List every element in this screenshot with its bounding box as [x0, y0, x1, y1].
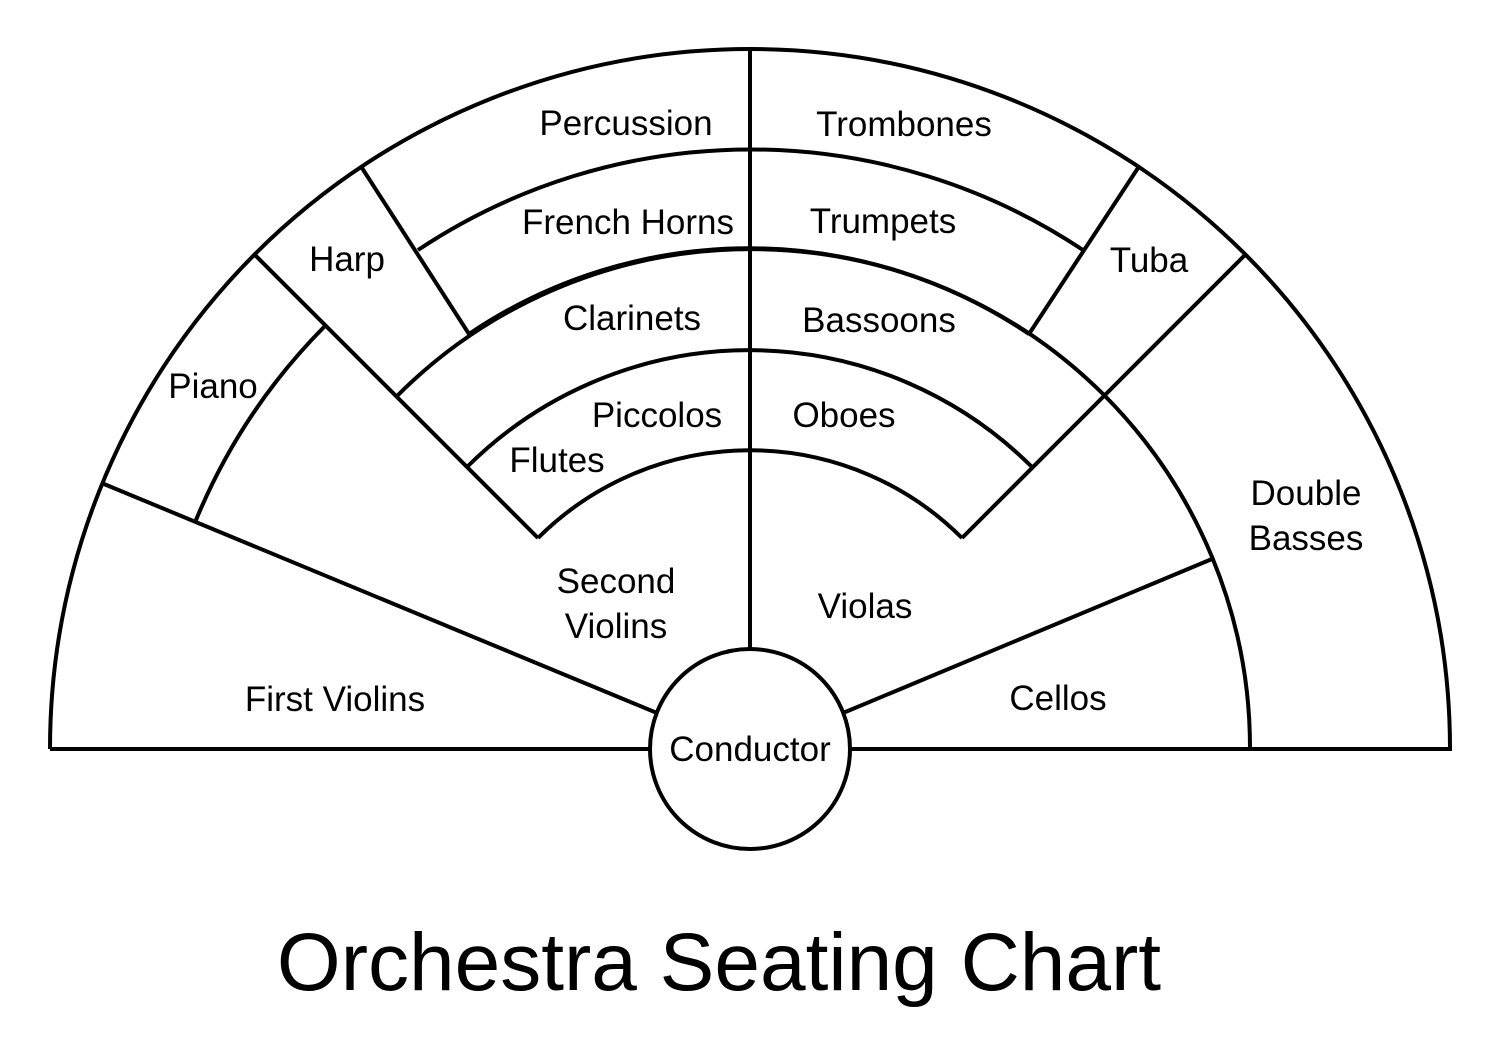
tuba-basses-divider	[960, 253, 1247, 540]
cellos-violas-divider	[842, 557, 1213, 715]
label-harp: Harp	[309, 240, 385, 279]
label-piano: Piano	[168, 367, 258, 406]
label-oboes: Oboes	[792, 396, 895, 435]
label-trombones: Trombones	[816, 105, 992, 144]
outer-arc	[48, 47, 1453, 751]
label-bassoons: Bassoons	[802, 301, 956, 340]
percussion-harp-divider	[360, 166, 471, 336]
label-cellos: Cellos	[1009, 679, 1106, 718]
label-first-violins: First Violins	[245, 680, 425, 719]
label-flutes: Flutes	[509, 441, 604, 480]
label-second-violins-line2: Violins	[565, 607, 667, 646]
chart-title: Orchestra Seating Chart	[277, 917, 1161, 1008]
piano-first-violins-divider	[103, 482, 658, 715]
label-percussion: Percussion	[539, 104, 712, 143]
label-clarinets: Clarinets	[563, 299, 701, 338]
label-trumpets: Trumpets	[810, 202, 957, 241]
label-piccolos: Piccolos	[592, 396, 722, 435]
conductor-podium	[648, 647, 852, 851]
label-conductor: Conductor	[669, 730, 831, 769]
label-double-basses-line2: Basses	[1249, 519, 1364, 558]
label-second-violins-line1: Second	[557, 562, 676, 601]
harp-piano-divider	[253, 253, 540, 540]
label-tuba: Tuba	[1110, 241, 1189, 280]
label-french-horns: French Horns	[522, 203, 734, 242]
label-double-basses-line1: Double	[1251, 474, 1362, 513]
cellos-violas-outer-arc	[1102, 393, 1253, 750]
trombones-tuba-divider	[1027, 166, 1140, 336]
label-violas: Violas	[818, 587, 913, 626]
piano-boundary-arc	[194, 324, 327, 521]
